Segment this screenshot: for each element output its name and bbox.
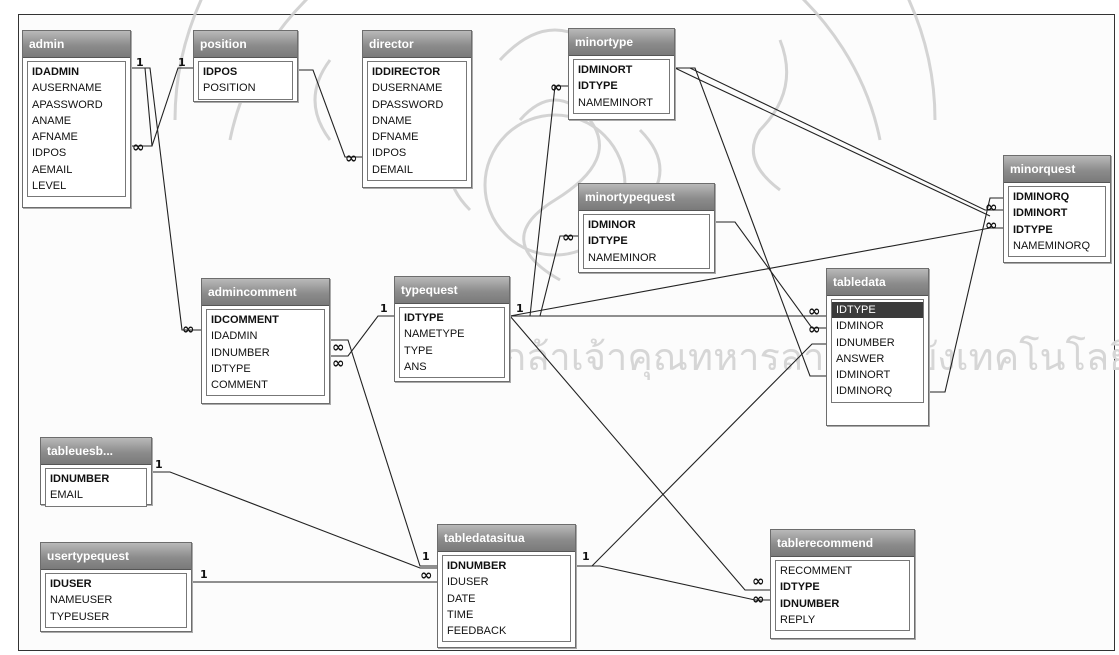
field-row[interactable]: IDMINORQ	[1013, 191, 1070, 203]
table-title[interactable]: minorquest	[1004, 156, 1110, 183]
field-row[interactable]: EMAIL	[50, 489, 84, 502]
field-list: IDMINORQ IDMINORT IDTYPE NAMEMINORQ	[1008, 186, 1106, 258]
field-row[interactable]: DUSERNAME	[372, 82, 443, 95]
field-row[interactable]: DEMAIL	[372, 163, 413, 176]
field-row[interactable]: IDPOS	[372, 147, 407, 160]
field-row[interactable]: LEVEL	[32, 180, 67, 193]
field-row[interactable]: IDNUMBER	[836, 336, 895, 349]
field-row[interactable]: NAMEMINORT	[578, 96, 653, 109]
table-title[interactable]: tabledatasitua	[438, 525, 575, 552]
field-list: IDADMIN AUSERNAME APASSWORD ANAME AFNAME IDPO…	[27, 61, 126, 198]
field-row[interactable]: REPLY	[780, 613, 816, 626]
field-row[interactable]: IDMINOR	[836, 320, 884, 333]
table-tabledatasitua[interactable]: tabledatasitua IDNUMBER IDUSER DATE TIME FEE…	[437, 524, 576, 648]
field-list: IDMINORT IDTYPE NAMEMINORT	[573, 59, 670, 114]
field-row[interactable]: DPASSWORD	[372, 98, 444, 111]
field-row[interactable]: NAMEMINOR	[588, 251, 657, 264]
field-row[interactable]: DFNAME	[372, 131, 419, 144]
table-usertypequest[interactable]: usertypequest IDUSER NAMEUSER TYPEUSER	[40, 542, 192, 632]
table-minortypequest[interactable]: minortypequest IDMINOR IDTYPE NAMEMINOR	[578, 183, 715, 273]
field-row[interactable]: NAMEUSER	[50, 594, 113, 607]
table-director[interactable]: director IDDIRECTOR DUSERNAME DPASSWORD DNA…	[362, 30, 472, 188]
field-row[interactable]: IDPOS	[32, 147, 67, 160]
field-row[interactable]: ANAME	[32, 114, 72, 127]
field-list: IDPOS POSITION	[198, 61, 293, 100]
field-list: IDNUMBER EMAIL	[45, 468, 147, 507]
table-title[interactable]: minortype	[569, 29, 674, 56]
field-row[interactable]: IDTYPE	[578, 80, 618, 93]
field-row[interactable]: COMMENT	[211, 379, 268, 392]
field-row[interactable]: AUSERNAME	[32, 82, 102, 95]
field-list: IDMINOR IDTYPE NAMEMINOR	[583, 214, 710, 269]
table-title[interactable]: position	[194, 31, 297, 58]
field-row[interactable]: POSITION	[203, 82, 256, 95]
field-row[interactable]: IDNUMBER	[50, 473, 110, 485]
table-typequest[interactable]: typequest IDTYPE NAMETYPE TYPE ANS	[394, 276, 510, 382]
field-row[interactable]: IDNUMBER	[211, 346, 270, 359]
field-row[interactable]: IDMINORT	[836, 369, 891, 382]
table-minorquest[interactable]: minorquest IDMINORQ IDMINORT IDTYPE NAMEMIN…	[1003, 155, 1111, 263]
field-list: IDNUMBER IDUSER DATE TIME FEEDBACK	[442, 555, 571, 643]
field-row[interactable]: IDMINOR	[588, 219, 636, 231]
field-row[interactable]: IDPOS	[203, 66, 238, 78]
field-row[interactable]: AFNAME	[32, 131, 78, 144]
table-title[interactable]: director	[363, 31, 471, 58]
table-title[interactable]: admin	[23, 31, 130, 58]
table-admin[interactable]: admin IDADMIN AUSERNAME APASSWORD ANAME AFNA…	[22, 30, 131, 208]
table-title[interactable]: usertypequest	[41, 543, 191, 570]
field-row[interactable]: IDTYPE	[404, 312, 444, 324]
field-row[interactable]: IDADMIN	[211, 330, 258, 343]
field-list: IDDIRECTOR DUSERNAME DPASSWORD DNAME DFNAME I…	[367, 61, 467, 182]
table-tableuesb[interactable]: tableuesb... IDNUMBER EMAIL	[40, 437, 152, 507]
field-row[interactable]: TIME	[447, 608, 474, 621]
field-list: RECOMMENT IDTYPE IDNUMBER REPLY	[775, 560, 910, 632]
field-row[interactable]: TYPEUSER	[50, 610, 110, 623]
field-row[interactable]: NAMETYPE	[404, 328, 465, 341]
field-row[interactable]: RECOMMENT	[780, 565, 853, 577]
field-row[interactable]: IDNUMBER	[447, 560, 507, 572]
field-row[interactable]: IDTYPE	[780, 581, 820, 594]
field-row[interactable]: NAMEMINORQ	[1013, 239, 1090, 252]
table-title[interactable]: tableuesb...	[41, 438, 151, 465]
field-list: IDUSER NAMEUSER TYPEUSER	[45, 573, 187, 628]
field-row[interactable]: FEEDBACK	[447, 625, 507, 638]
field-row[interactable]: IDDIRECTOR	[372, 66, 441, 78]
field-row[interactable]: IDUSER	[447, 576, 489, 589]
field-row[interactable]: IDUSER	[50, 578, 92, 590]
field-row[interactable]: IDMINORT	[1013, 207, 1068, 220]
field-list: IDCOMMENT IDADMIN IDNUMBER IDTYPE COMMENT	[206, 309, 325, 397]
table-title[interactable]: tablerecommend	[771, 530, 914, 557]
field-row[interactable]: AEMAIL	[32, 163, 73, 176]
field-row[interactable]: IDADMIN	[32, 66, 80, 78]
table-title[interactable]: minortypequest	[579, 184, 714, 211]
table-title[interactable]: typequest	[395, 277, 509, 304]
field-row[interactable]: IDCOMMENT	[211, 314, 279, 326]
field-row[interactable]: IDTYPE	[588, 235, 628, 248]
field-row[interactable]: IDMINORT	[578, 64, 633, 76]
field-row[interactable]: DATE	[447, 592, 476, 605]
table-title[interactable]: admincomment	[202, 279, 329, 306]
field-row[interactable]: IDTYPE	[1013, 223, 1053, 236]
table-minortype[interactable]: minortype IDMINORT IDTYPE NAMEMINORT	[568, 28, 675, 120]
table-admincomment[interactable]: admincomment IDCOMMENT IDADMIN IDNUMBER IDT…	[201, 278, 330, 404]
table-title[interactable]: tabledata	[827, 269, 928, 296]
field-row[interactable]: ANSWER	[836, 352, 885, 365]
field-row[interactable]: DNAME	[372, 114, 412, 127]
field-row[interactable]: IDNUMBER	[780, 597, 840, 610]
field-row[interactable]: IDMINORQ	[836, 385, 893, 398]
field-row[interactable]: ANS	[404, 360, 427, 373]
field-row[interactable]: APASSWORD	[32, 98, 103, 111]
field-list: IDTYPE NAMETYPE TYPE ANS	[399, 307, 505, 379]
field-row[interactable]: IDTYPE	[832, 302, 923, 319]
field-row[interactable]: IDTYPE	[211, 362, 251, 375]
field-row[interactable]: TYPE	[404, 344, 433, 357]
table-position[interactable]: position IDPOS POSITION	[193, 30, 298, 102]
